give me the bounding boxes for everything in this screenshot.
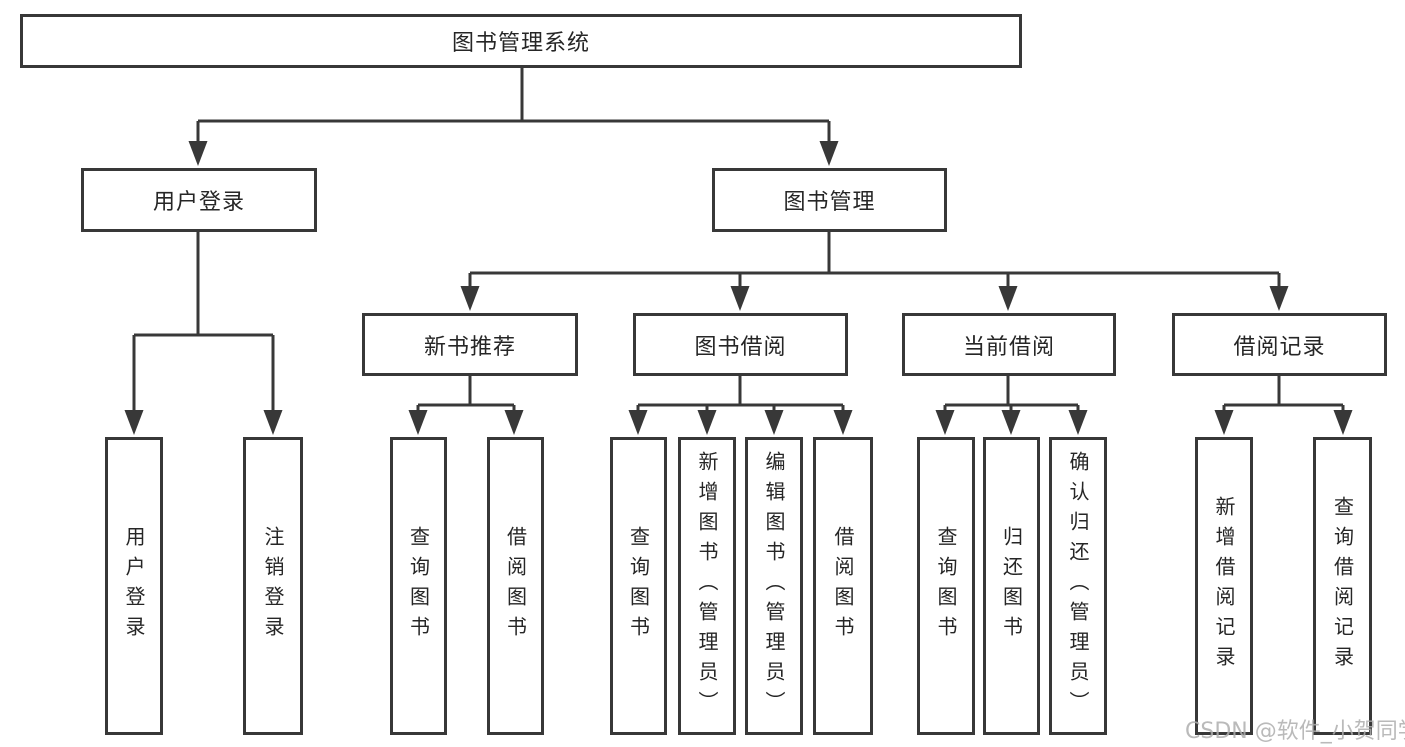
leaf-bb-edit-books-admin: 编辑图书（管理员） — [745, 437, 803, 735]
leaf-bb-borrow-books: 借阅图书 — [813, 437, 873, 735]
node-book-management: 图书管理 — [712, 168, 947, 232]
leaf-user-login: 用户登录 — [105, 437, 163, 735]
leaf-cb-query-books: 查询图书 — [917, 437, 975, 735]
leaf-bb-add-books-admin: 新增图书（管理员） — [678, 437, 736, 735]
leaf-nb-query-books: 查询图书 — [390, 437, 447, 735]
node-current-borrowing: 当前借阅 — [902, 313, 1116, 376]
leaf-bb-query-books: 查询图书 — [610, 437, 667, 735]
leaf-nb-borrow-books: 借阅图书 — [487, 437, 544, 735]
node-borrow-records: 借阅记录 — [1172, 313, 1387, 376]
leaf-br-add-record: 新增借阅记录 — [1195, 437, 1253, 735]
leaf-logout: 注销登录 — [243, 437, 303, 735]
leaf-cb-return-books: 归还图书 — [983, 437, 1040, 735]
node-book-borrowing: 图书借阅 — [633, 313, 848, 376]
leaf-cb-confirm-return-admin: 确认归还（管理员） — [1049, 437, 1107, 735]
node-new-book-recommend: 新书推荐 — [362, 313, 578, 376]
node-user-login: 用户登录 — [81, 168, 317, 232]
leaf-br-query-record: 查询借阅记录 — [1313, 437, 1372, 735]
watermark-text: CSDN @软件_小贺同学 — [1185, 719, 1405, 744]
node-library-system: 图书管理系统 — [20, 14, 1022, 68]
